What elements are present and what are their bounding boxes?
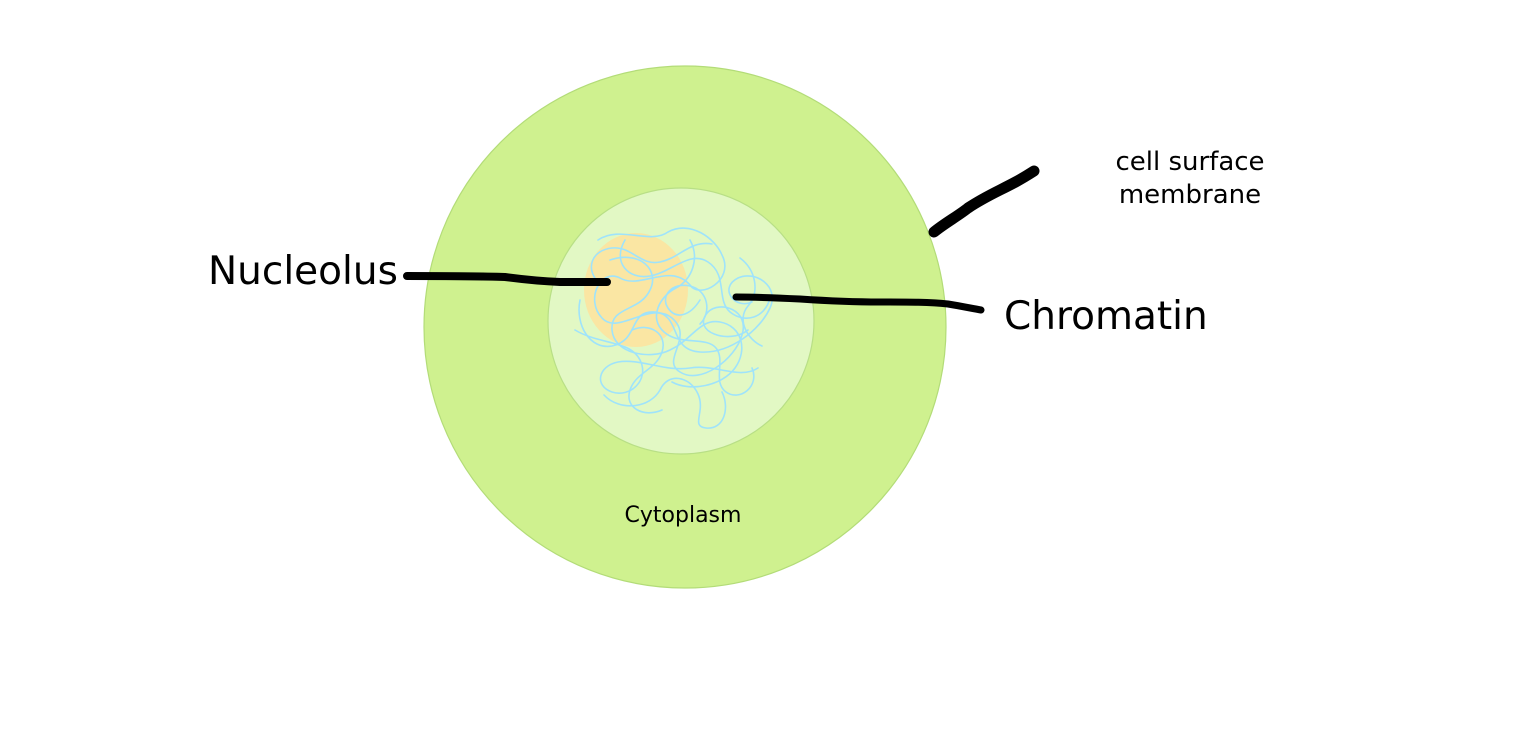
nucleolus-pointer-line bbox=[403, 272, 611, 286]
membrane-pointer-line bbox=[928, 165, 1040, 238]
nucleolus-label: Nucleolus bbox=[208, 249, 398, 294]
cell-surface-membrane-label-line1: cell surface bbox=[1115, 147, 1264, 177]
chromatin-label: Chromatin bbox=[1004, 294, 1208, 339]
chromatin-pointer-line bbox=[732, 293, 985, 314]
cell-surface-membrane-label-line2: membrane bbox=[1119, 180, 1261, 210]
cytoplasm-label: Cytoplasm bbox=[625, 503, 742, 528]
chromatin-strands bbox=[574, 227, 773, 429]
